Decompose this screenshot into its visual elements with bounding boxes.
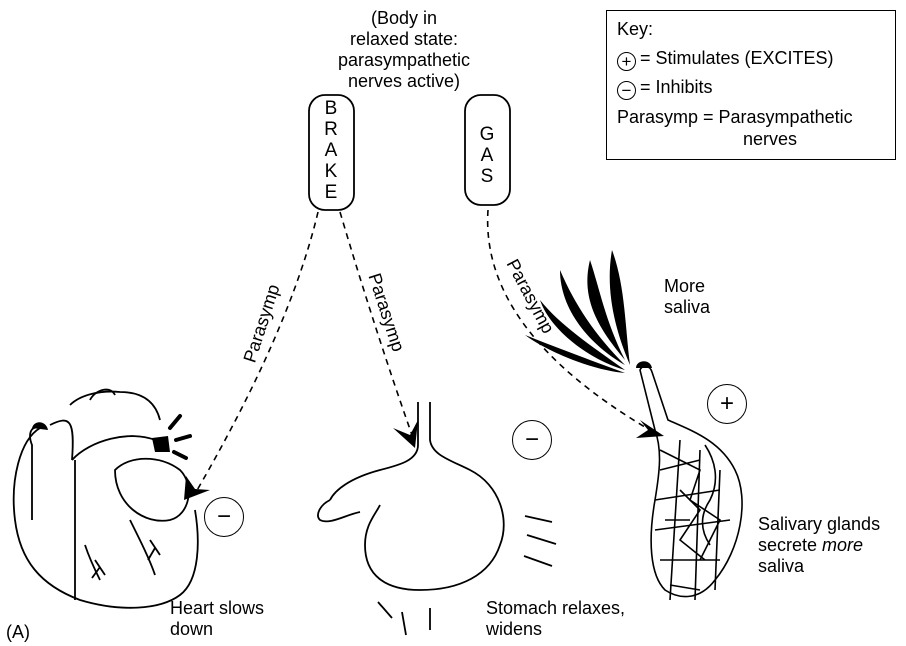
key-legend: Key: += Stimulates (EXCITES) −= Inhibits…: [606, 10, 896, 160]
caption-line: parasympathetic: [330, 50, 478, 71]
salivary-glands-label: Salivary glands secrete more saliva: [758, 514, 880, 577]
heart-pulse-lines: [170, 416, 190, 458]
brake-pedal-letters: B R A K E: [311, 98, 351, 203]
heart-pace-node: [152, 436, 170, 452]
key-inhibits-text: = Inhibits: [640, 77, 713, 97]
pedal-letter: K: [311, 161, 351, 182]
pedal-letter: E: [311, 182, 351, 203]
key-abbrev-line1: Parasymp = Parasympathetic: [617, 107, 853, 128]
stomach-drawing: [318, 402, 504, 590]
pedal-letter: S: [467, 166, 507, 187]
nerve-path-saliva: [488, 210, 650, 430]
pedal-letter: R: [311, 119, 351, 140]
stomach-inhibit-sign: −: [512, 420, 552, 460]
label-line: saliva: [664, 297, 710, 318]
heart-vessel-top: [32, 422, 48, 430]
key-title: Key:: [617, 19, 653, 40]
label-segment: secrete: [758, 535, 822, 555]
saliva-stimulate-sign: +: [707, 384, 747, 424]
label-line: More: [664, 276, 710, 297]
label-line: down: [170, 619, 264, 640]
heart-drawing: [14, 390, 198, 608]
label-line: saliva: [758, 556, 880, 577]
pedal-letter: A: [311, 140, 351, 161]
label-line: widens: [486, 619, 625, 640]
more-saliva-label: More saliva: [664, 276, 710, 318]
label-emphasis: more: [822, 535, 863, 555]
relaxed-state-caption: (Body in relaxed state: parasympathetic …: [330, 8, 478, 92]
caption-line: (Body in: [330, 8, 478, 29]
heart-inhibit-sign: −: [204, 497, 244, 537]
key-stimulates-row: += Stimulates (EXCITES): [617, 48, 834, 71]
key-abbrev-line2: nerves: [743, 129, 797, 150]
key-stimulates-text: = Stimulates (EXCITES): [640, 48, 834, 68]
label-line: Heart slows: [170, 598, 264, 619]
salivary-duct-tip: [636, 361, 652, 368]
stomach-label: Stomach relaxes, widens: [486, 598, 625, 640]
minus-circle-icon: −: [617, 81, 636, 100]
gas-pedal-letters: G A S: [467, 124, 507, 187]
pedal-letter: A: [467, 145, 507, 166]
label-line: Salivary glands: [758, 514, 880, 535]
pedal-letter: B: [311, 98, 351, 119]
arrowhead-saliva: [636, 420, 664, 438]
arrowhead-stomach: [393, 420, 418, 448]
caption-line: relaxed state:: [330, 29, 478, 50]
nerve-path-stomach: [340, 212, 412, 435]
pedal-letter: G: [467, 124, 507, 145]
label-line: secrete more: [758, 535, 880, 556]
plus-circle-icon: +: [617, 52, 636, 71]
caption-line: nerves active): [330, 71, 478, 92]
key-inhibits-row: −= Inhibits: [617, 77, 713, 100]
label-line: Stomach relaxes,: [486, 598, 625, 619]
heart-label: Heart slows down: [170, 598, 264, 640]
panel-label: (A): [6, 622, 30, 643]
